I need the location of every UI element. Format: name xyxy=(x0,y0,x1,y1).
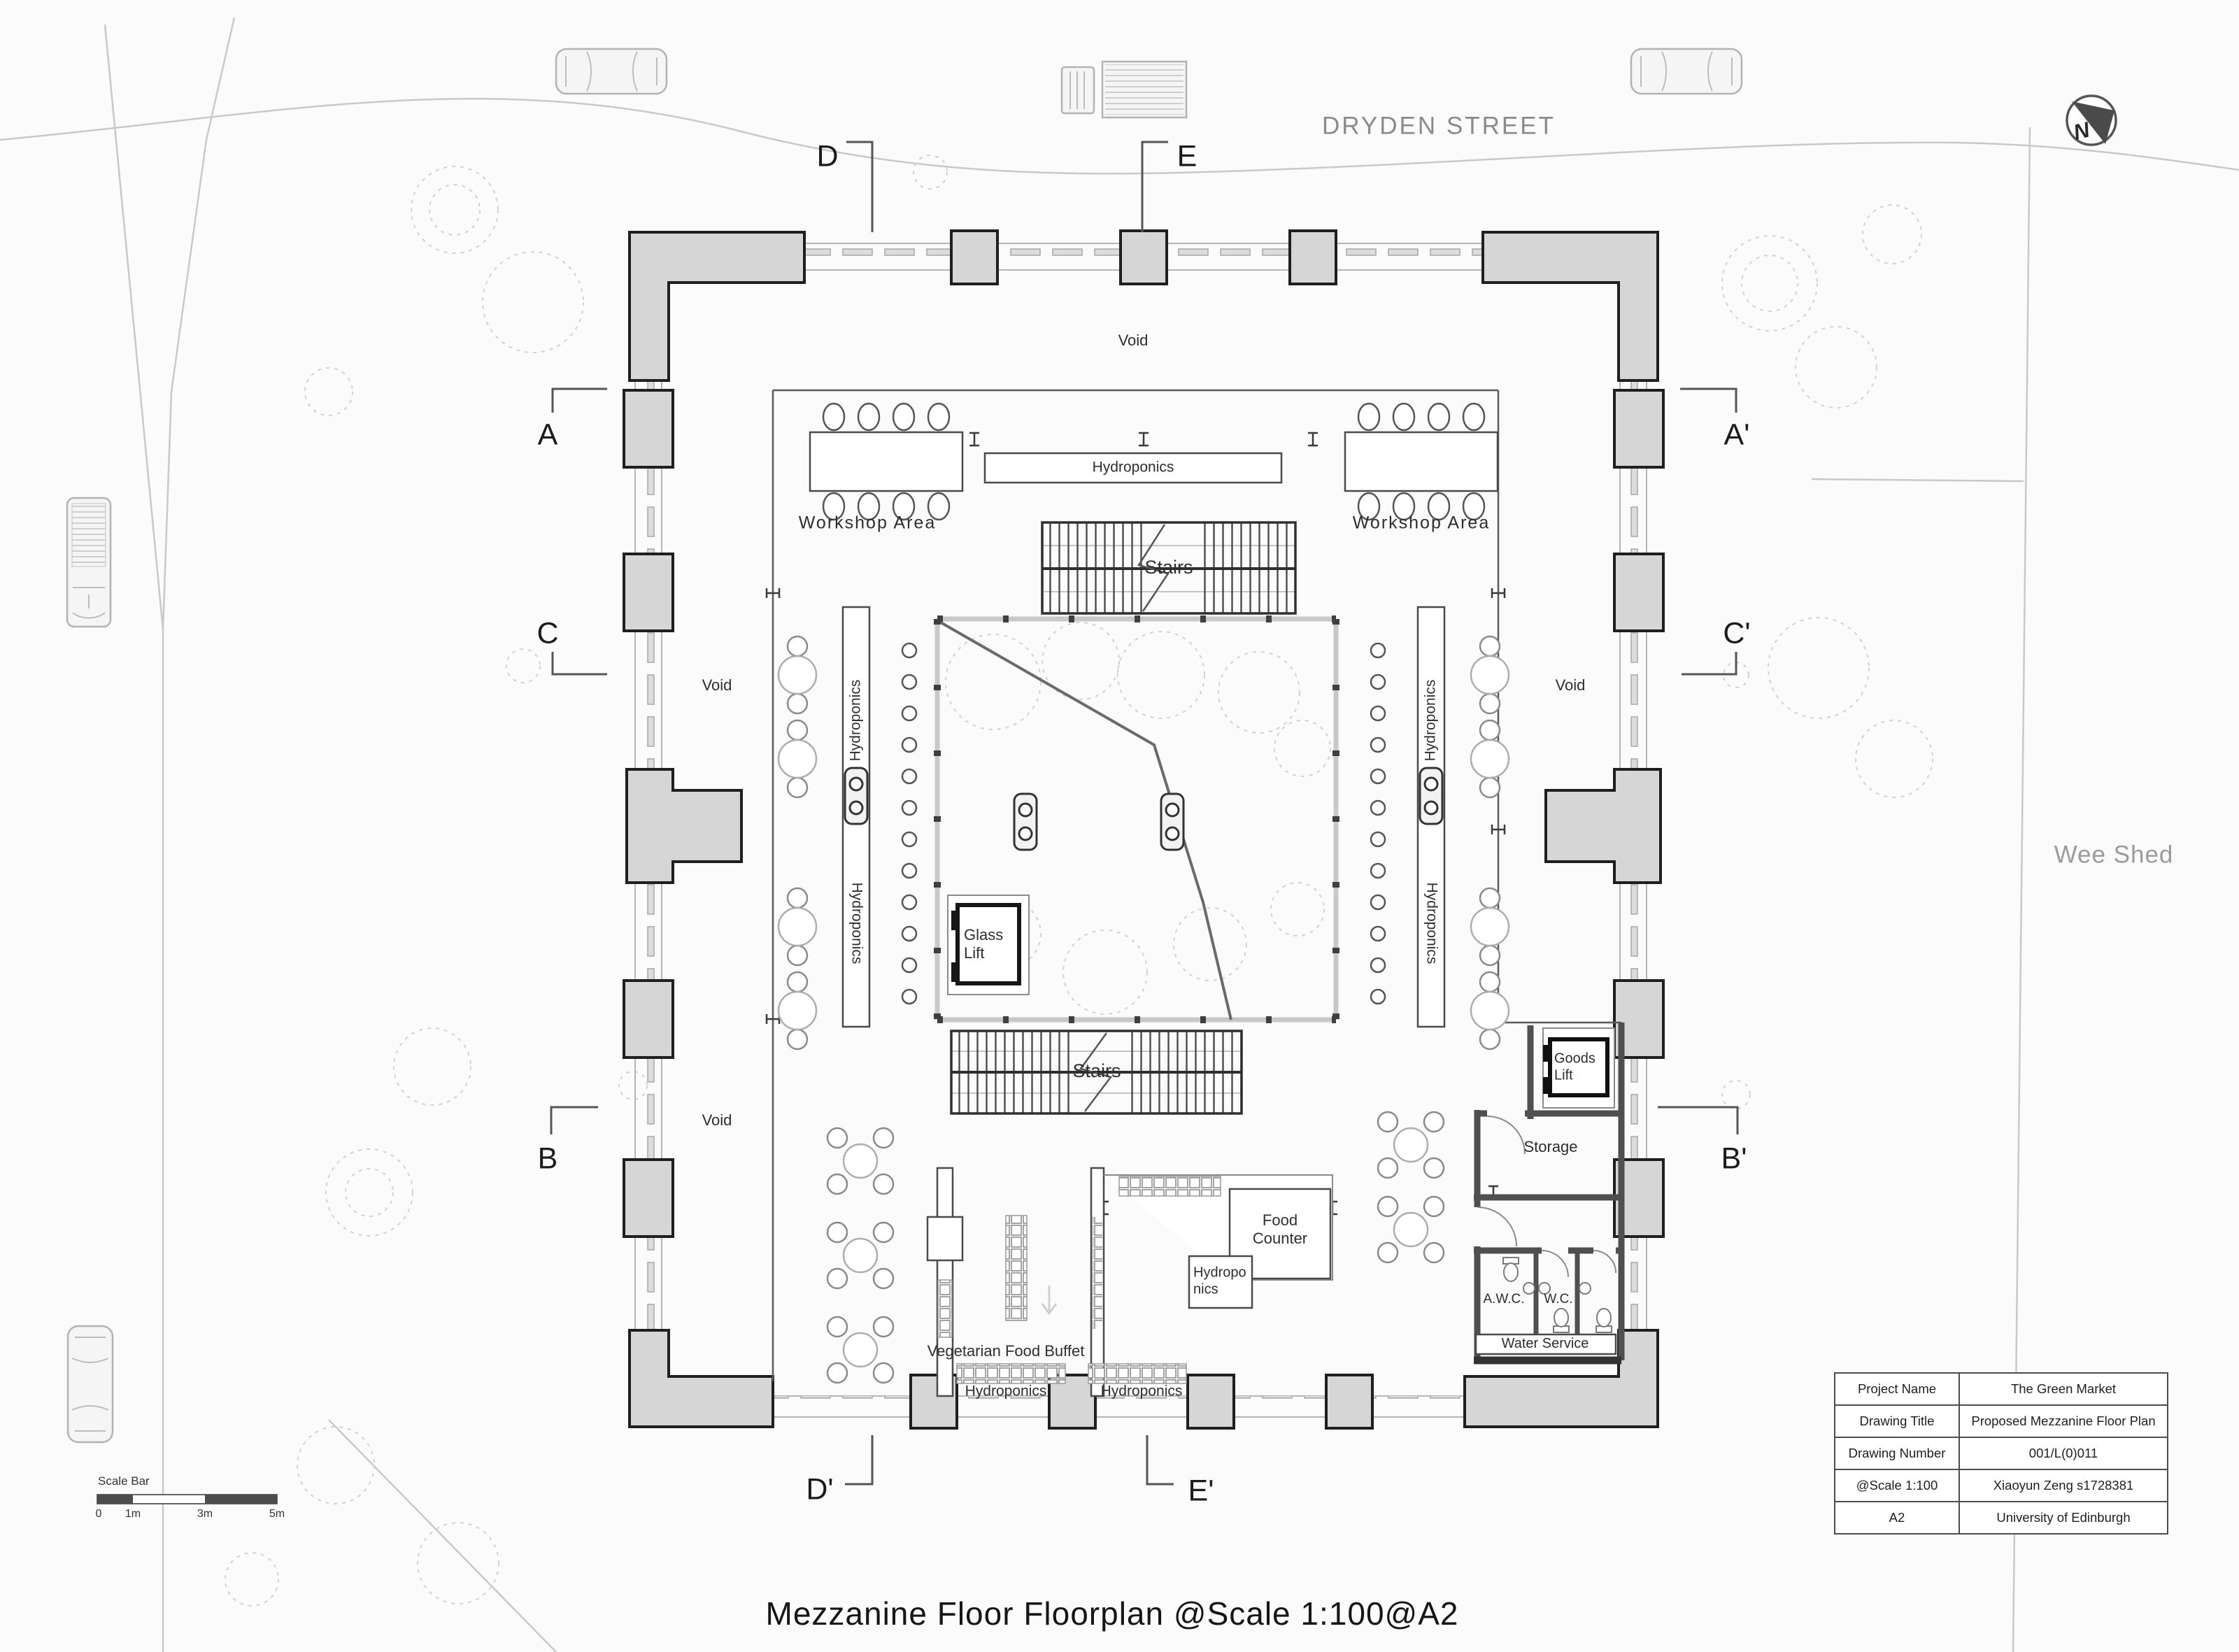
section-cut-lines xyxy=(550,141,1739,1486)
hydroponics-bottom-left-label: Hydroponics xyxy=(965,1383,1047,1400)
hydroponics-strip-right-label-1: Hydroponics xyxy=(1422,679,1439,762)
workshop-area-left-label: Workshop Area xyxy=(798,513,937,533)
section-marker-e: E xyxy=(1177,139,1197,173)
void-label-left-1: Void xyxy=(702,676,732,695)
workshop-right xyxy=(1344,402,1499,521)
section-marker-b2: B' xyxy=(1721,1141,1747,1176)
storage-label: Storage xyxy=(1523,1138,1578,1156)
buffet-zone xyxy=(926,1167,1187,1397)
hydroponics-top-bar xyxy=(983,452,1283,484)
stool-row-left xyxy=(901,642,918,1005)
veg-buffet-label: Vegetarian Food Buffet xyxy=(927,1342,1085,1360)
building-shell xyxy=(623,229,1665,1430)
scale-tick-3m: 3m xyxy=(197,1508,213,1520)
section-marker-d2: D' xyxy=(806,1472,834,1507)
service-block xyxy=(1474,1023,1625,1365)
title-block-value: 001/L(0)011 xyxy=(2028,1446,2098,1460)
title-block-label: Drawing Number xyxy=(1835,1438,1960,1469)
title-block-label: Drawing Title xyxy=(1835,1406,1960,1437)
vehicles xyxy=(66,48,1743,1444)
section-marker-b: B xyxy=(537,1141,558,1176)
hydroponics-strip-right-label-2: Hydroponics xyxy=(1423,882,1440,964)
title-block-row: Drawing Title Proposed Mezzanine Floor P… xyxy=(1835,1404,2167,1437)
section-marker-a: A xyxy=(537,418,558,452)
stairs-top-label: Stairs xyxy=(1144,557,1193,578)
hydroponics-bottom-right-label: Hydroponics xyxy=(1100,1383,1183,1400)
drawing-caption: Mezzanine Floor Floorplan @Scale 1:100@A… xyxy=(765,1595,1459,1632)
title-block-value: Proposed Mezzanine Floor Plan xyxy=(1971,1414,2156,1428)
awc-label: A.W.C. xyxy=(1483,1291,1525,1306)
van-icon xyxy=(66,497,112,628)
section-marker-e2: E' xyxy=(1188,1474,1214,1508)
scale-bar xyxy=(97,1494,278,1504)
glass-lift-label: Glass Lift xyxy=(964,926,1004,962)
section-marker-c2: C' xyxy=(1723,616,1751,650)
scale-tick-0: 0 xyxy=(95,1508,102,1520)
title-block-label: Project Name xyxy=(1835,1374,1960,1404)
hydroponics-strip-right xyxy=(1416,606,1446,1028)
wc-label: W.C. xyxy=(1544,1291,1573,1306)
hydroponics-small-label: Hydroponics xyxy=(1193,1265,1246,1297)
car-icon xyxy=(555,48,668,95)
title-block: Project Name The Green Market Drawing Ti… xyxy=(1834,1372,2168,1534)
title-block-row: Drawing Number 001/L(0)011 xyxy=(1835,1437,2167,1469)
scale-tick-1m: 1m xyxy=(125,1508,141,1520)
truck-icon xyxy=(1060,60,1188,119)
cafe-seats-right xyxy=(1470,635,1510,1051)
title-block-label: @Scale 1:100 xyxy=(1835,1470,1960,1501)
water-service-label: Water Service xyxy=(1501,1336,1589,1352)
workshop-area-right-label: Workshop Area xyxy=(1352,513,1491,533)
food-counter-label: Food Counter xyxy=(1252,1211,1308,1247)
street-label: DRYDEN STREET xyxy=(1322,112,1556,140)
title-block-row: A2 University of Edinburgh xyxy=(1835,1501,2167,1533)
void-label-right: Void xyxy=(1555,676,1586,695)
glass-lift xyxy=(947,895,1030,995)
car-icon xyxy=(1630,48,1743,95)
hydroponics-top-label: Hydroponics xyxy=(1092,459,1174,476)
section-marker-c: C xyxy=(536,616,559,650)
hydroponics-strip-left-label-1: Hydroponics xyxy=(847,679,864,762)
site-context xyxy=(0,17,2239,1652)
hydroponics-strip-left-label-2: Hydroponics xyxy=(848,882,865,964)
dining-tables xyxy=(826,1111,1445,1384)
title-block-row: Project Name The Green Market xyxy=(1835,1374,2167,1404)
title-block-row: @Scale 1:100 Xiaoyun Zeng s1728381 xyxy=(1835,1469,2167,1501)
goods-lift-label: Goods Lift xyxy=(1554,1051,1595,1083)
garden-void xyxy=(934,615,1339,1023)
title-block-value: The Green Market xyxy=(2010,1381,2117,1396)
food-counter-zone xyxy=(1104,1174,1333,1309)
cafe-seats-left xyxy=(777,635,818,1051)
car-icon xyxy=(66,1325,114,1444)
hydroponics-strip-left xyxy=(841,606,871,1028)
section-marker-a2: A' xyxy=(1723,418,1750,452)
workshop-left xyxy=(809,402,964,521)
stool-row-right xyxy=(1370,642,1386,1005)
void-label-top: Void xyxy=(1118,332,1149,350)
section-marker-d: D xyxy=(816,139,839,173)
stairs-bottom xyxy=(950,1030,1243,1115)
title-block-label: A2 xyxy=(1835,1502,1960,1533)
scale-bar-label: Scale Bar xyxy=(98,1474,150,1488)
scale-tick-5m: 5m xyxy=(269,1508,285,1520)
north-arrow-icon xyxy=(2066,94,2117,146)
title-block-value: Xiaoyun Zeng s1728381 xyxy=(1993,1478,2134,1493)
stairs-top xyxy=(1041,521,1297,615)
wee-shed-label: Wee Shed xyxy=(2054,841,2174,869)
void-label-left-2: Void xyxy=(702,1111,732,1130)
title-block-value: University of Edinburgh xyxy=(1996,1510,2131,1525)
stairs-bottom-label: Stairs xyxy=(1072,1060,1121,1082)
